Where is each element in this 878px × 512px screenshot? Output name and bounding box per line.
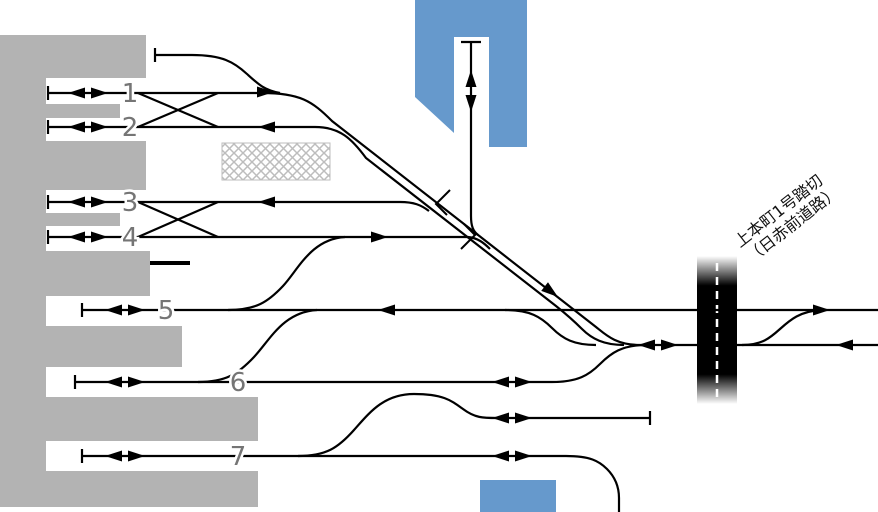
up-arrow	[465, 70, 477, 87]
platform-segment	[0, 397, 258, 441]
platform-segment	[0, 141, 146, 190]
left-arrow	[492, 450, 509, 462]
underground-connection-track	[469, 42, 479, 236]
crossover-2-1	[137, 91, 219, 129]
right-arrow	[813, 304, 830, 316]
platform-segment	[0, 326, 182, 367]
connector-track5-track4	[227, 235, 346, 312]
track-3-line	[48, 200, 430, 212]
left-arrow	[836, 339, 853, 351]
left-arrow	[638, 339, 655, 351]
other-line-area-bottom	[480, 480, 556, 512]
left-arrow	[68, 196, 85, 208]
left-arrow	[68, 231, 85, 243]
track-7-line	[82, 454, 621, 512]
left-arrow	[258, 121, 275, 133]
platform-segment	[0, 471, 258, 507]
platform-number-labels: 1 2 3 4 5 6 7	[119, 77, 249, 475]
tracks	[48, 42, 878, 512]
platform-number-5: 5	[158, 296, 175, 326]
left-arrow	[258, 196, 275, 208]
other-line-area-top-bridge	[415, 0, 527, 37]
left-arrow	[68, 121, 85, 133]
junction-bracket-upper	[434, 189, 451, 216]
crossing-label: 上本町1号踏切 （日赤前道路）	[731, 171, 843, 266]
track-2-main-line	[48, 125, 625, 347]
connector-track6-track5	[197, 308, 318, 384]
right-arrow	[515, 450, 532, 462]
track-1-main-line	[48, 91, 878, 347]
platform-segment	[0, 104, 120, 118]
platform-number-2: 2	[122, 113, 139, 143]
right-arrow	[91, 196, 108, 208]
track-end-markers	[46, 40, 652, 463]
other-line-area-top-right	[489, 37, 527, 147]
platform-number-6: 6	[230, 368, 247, 398]
right-arrow	[128, 450, 145, 462]
left-arrow	[105, 304, 122, 316]
other-line-areas	[415, 0, 556, 512]
right-arrow	[515, 412, 532, 424]
stub-track	[155, 53, 281, 95]
platforms	[0, 35, 258, 507]
right-arrow	[91, 231, 108, 243]
siding-bypass-line	[297, 392, 650, 458]
right-arrow	[91, 121, 108, 133]
right-arrow	[661, 339, 678, 351]
platform-segment	[0, 35, 146, 78]
platform-segment	[0, 251, 150, 296]
hatched-structure	[221, 142, 331, 181]
track-6-line	[75, 343, 647, 384]
platform-number-3: 3	[122, 188, 139, 218]
junction-bracket-lower	[460, 223, 477, 250]
right-arrow	[371, 231, 388, 243]
left-arrow	[492, 376, 509, 388]
right-arrow	[128, 376, 145, 388]
platform-number-4: 4	[122, 223, 139, 253]
other-line-area-top-left	[415, 37, 454, 133]
left-arrow	[68, 87, 85, 99]
left-arrow	[492, 412, 509, 424]
platform-number-1: 1	[122, 79, 139, 109]
down-arrow	[465, 95, 477, 112]
platform-number-7: 7	[230, 442, 247, 472]
left-arrow	[105, 450, 122, 462]
crossover-4-3	[137, 200, 219, 239]
left-arrow	[378, 304, 395, 316]
right-arrow	[128, 304, 145, 316]
track-4-line	[48, 235, 491, 250]
crossover-right-of-crossing	[741, 308, 823, 347]
left-arrow	[105, 376, 122, 388]
connector-track5-main	[504, 308, 597, 347]
right-arrow	[515, 376, 532, 388]
platform-segment	[0, 213, 120, 226]
right-arrow	[91, 87, 108, 99]
